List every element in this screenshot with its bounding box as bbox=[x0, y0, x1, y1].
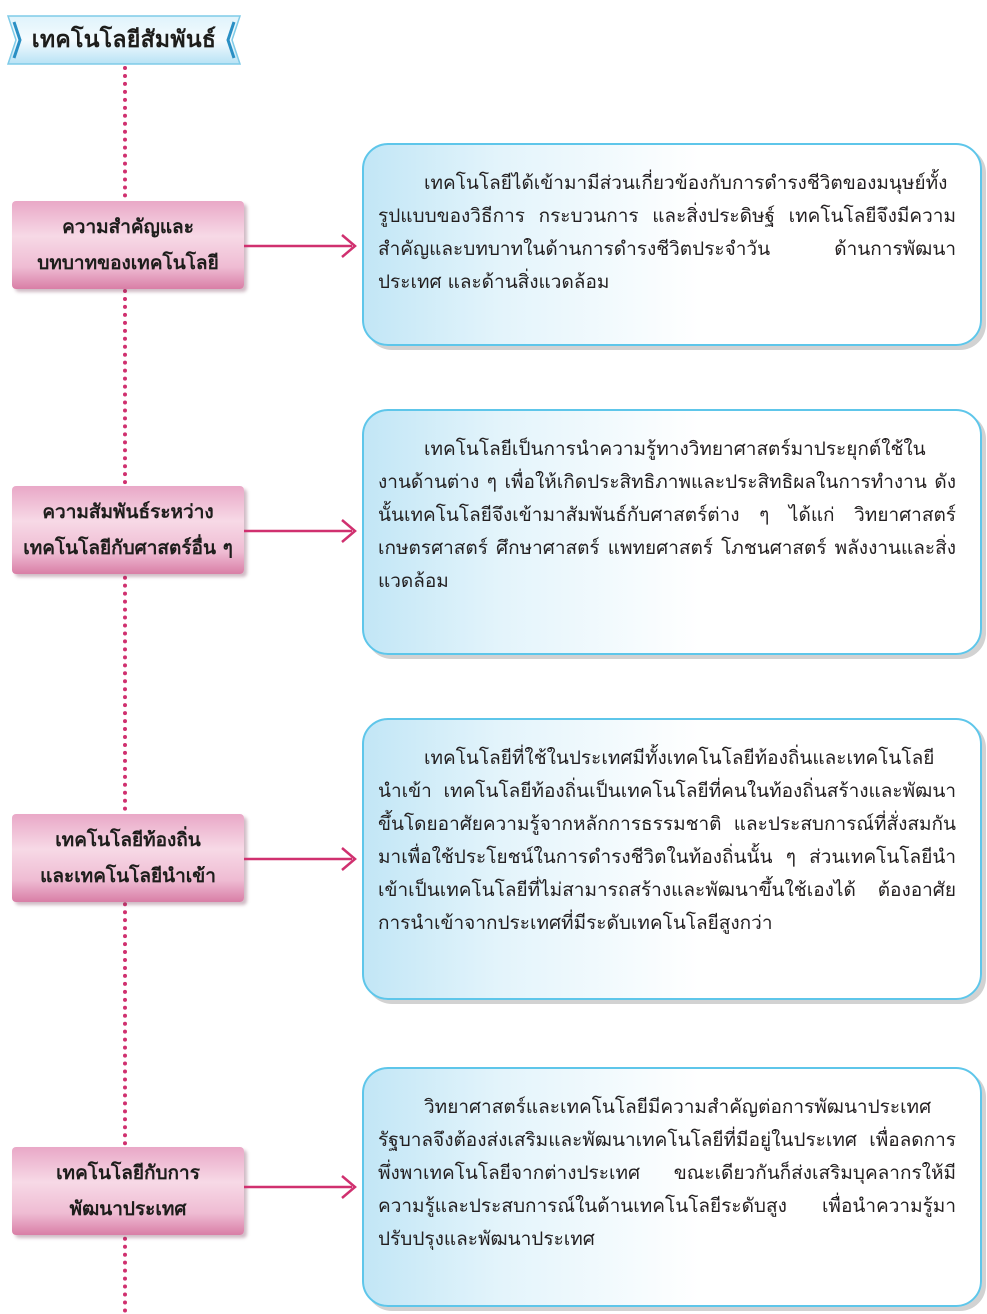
tag-relationship-with-sciences: ความสัมพันธ์ระหว่าง เทคโนโลยีกับศาสตร์อื… bbox=[12, 486, 244, 574]
title-banner: เทคโนโลยีสัมพันธ์ bbox=[6, 14, 242, 66]
tag-line: ความสัมพันธ์ระหว่าง bbox=[42, 501, 214, 523]
description-box: เทคโนโลยีได้เข้ามามีส่วนเกี่ยวข้องกับการ… bbox=[362, 143, 982, 346]
description-text: เทคโนโลยีได้เข้ามามีส่วนเกี่ยวข้องกับการ… bbox=[378, 172, 956, 293]
tag-technology-and-national-development: เทคโนโลยีกับการ พัฒนาประเทศ bbox=[12, 1147, 244, 1235]
tag-line: เทคโนโลยีท้องถิ่น bbox=[55, 829, 201, 851]
tag-line: ความสำคัญและ bbox=[62, 216, 194, 238]
description-text: เทคโนโลยีที่ใช้ในประเทศมีทั้งเทคโนโลยีท้… bbox=[378, 747, 956, 934]
tag-line: บทบาทของเทคโนโลยี bbox=[37, 252, 219, 274]
banner-ribbon-shape bbox=[6, 15, 242, 65]
arrow-icon bbox=[244, 847, 357, 871]
dotted-spine bbox=[123, 66, 127, 1314]
description-box: เทคโนโลยีเป็นการนำความรู้ทางวิทยาศาสตร์ม… bbox=[362, 409, 982, 655]
tag-importance-and-role: ความสำคัญและ บทบาทของเทคโนโลยี bbox=[12, 201, 244, 289]
tag-line: พัฒนาประเทศ bbox=[69, 1198, 187, 1220]
arrow-icon bbox=[244, 519, 357, 543]
tag-line: และเทคโนโลยีนำเข้า bbox=[40, 865, 216, 887]
arrow-icon bbox=[244, 1175, 357, 1199]
arrow-icon bbox=[244, 234, 357, 258]
description-text: วิทยาศาสตร์และเทคโนโลยีมีความสำคัญต่อการ… bbox=[378, 1096, 956, 1250]
description-box: เทคโนโลยีที่ใช้ในประเทศมีทั้งเทคโนโลยีท้… bbox=[362, 718, 982, 1000]
description-text: เทคโนโลยีเป็นการนำความรู้ทางวิทยาศาสตร์ม… bbox=[378, 438, 956, 592]
tag-line: เทคโนโลยีกับการ bbox=[56, 1162, 200, 1184]
tag-local-and-imported-technology: เทคโนโลยีท้องถิ่น และเทคโนโลยีนำเข้า bbox=[12, 814, 244, 902]
description-box: วิทยาศาสตร์และเทคโนโลยีมีความสำคัญต่อการ… bbox=[362, 1067, 982, 1307]
diagram-title: เทคโนโลยีสัมพันธ์ bbox=[31, 27, 217, 53]
tag-line: เทคโนโลยีกับศาสตร์อื่น ๆ bbox=[23, 537, 233, 559]
